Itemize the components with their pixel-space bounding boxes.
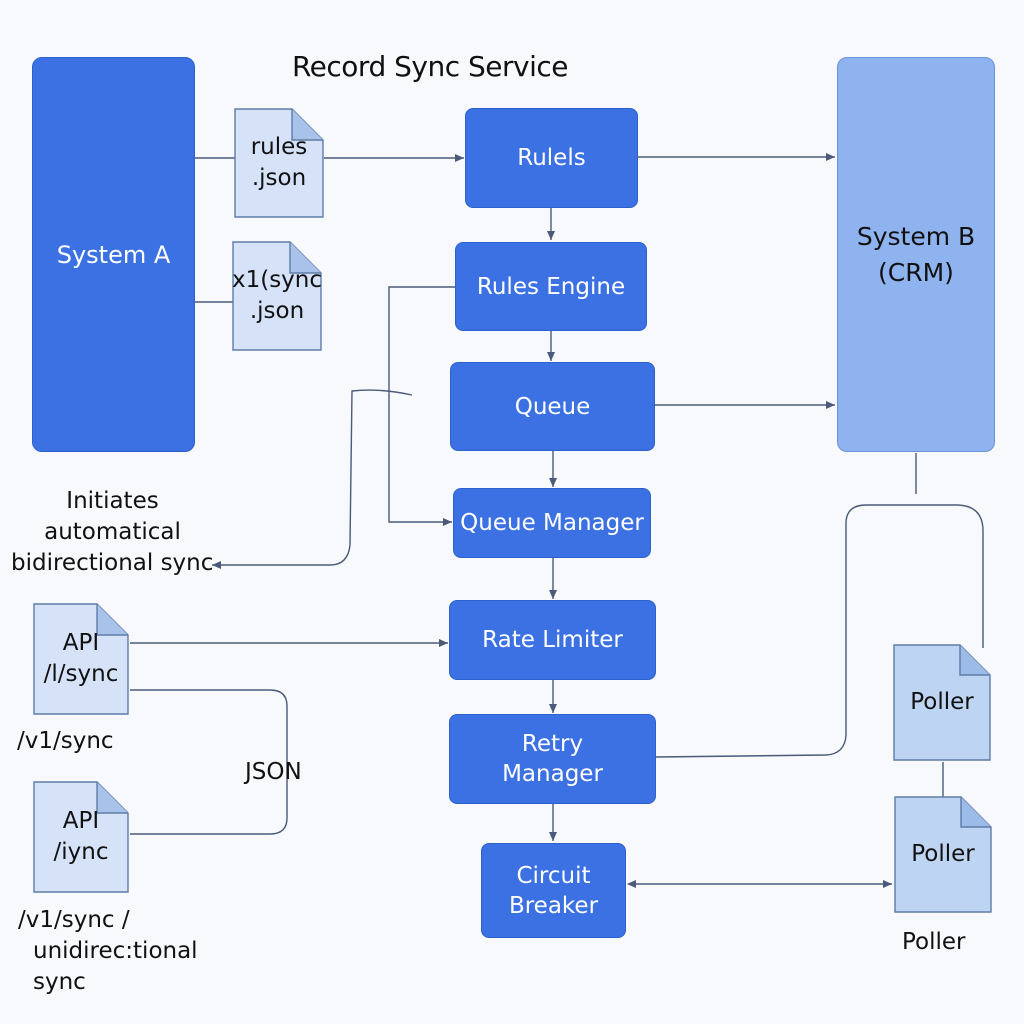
queue-node[interactable]: Queue <box>450 362 655 451</box>
rulels-node[interactable]: Rulels <box>465 108 638 208</box>
api-sync-line2: /l/sync <box>43 661 119 687</box>
unidirectional-line3: sync <box>33 969 86 995</box>
rulels-label: Rulels <box>517 145 586 171</box>
unidirectional-line2: unidirec:tional <box>33 938 198 964</box>
system-b-label: System B <box>856 221 976 251</box>
rules-json-line2: .json <box>251 165 307 191</box>
circuit-breaker-node[interactable]: Circuit Breaker <box>481 843 626 938</box>
circuit-breaker-line1: Circuit <box>516 862 591 889</box>
system-b-box[interactable]: System B (CRM) <box>837 57 995 452</box>
initiates-line3: bidirectional sync <box>11 550 214 576</box>
api-iync-doc[interactable]: API /iync <box>33 781 129 893</box>
unidirectional-note: /v1/sync / unidirec:tional sync <box>18 905 198 998</box>
x1-sync-line2: .json <box>249 298 305 324</box>
initiates-line2: automatical <box>44 519 181 545</box>
poller-doc-1[interactable]: Poller <box>893 644 991 761</box>
queue-label: Queue <box>514 393 591 420</box>
edge-engine-loop-manager <box>388 286 455 526</box>
api-iync-line1: API <box>62 808 100 834</box>
initiates-line1: Initiates <box>66 488 159 514</box>
retry-manager-line1: Retry <box>521 731 584 757</box>
circuit-breaker-line2: Breaker <box>508 892 599 919</box>
rules-engine-node[interactable]: Rules Engine <box>455 242 647 331</box>
rules-engine-label: Rules Engine <box>476 273 626 300</box>
rules-json-doc[interactable]: rules .json <box>234 108 324 218</box>
x1-sync-line1: x1(sync <box>231 267 323 293</box>
poller-doc-2[interactable]: Poller <box>894 796 992 913</box>
document-icon <box>893 644 991 761</box>
api-sync-doc[interactable]: API /l/sync <box>33 603 129 715</box>
edge-json-bracket <box>130 689 288 835</box>
rules-json-line1: rules <box>250 134 308 160</box>
retry-manager-node[interactable]: Retry Manager <box>449 714 656 804</box>
system-a-box[interactable]: System A <box>32 57 195 452</box>
api-sync-line1: API <box>62 630 100 656</box>
x1-sync-doc[interactable]: x1(sync .json <box>232 241 322 351</box>
system-b-sublabel: (CRM) <box>878 257 954 287</box>
poller-1-label: Poller <box>910 689 974 715</box>
document-icon <box>232 241 322 351</box>
document-icon <box>33 781 129 893</box>
api-iync-line2: /iync <box>53 839 109 865</box>
poller-caption: Poller <box>902 929 966 955</box>
diagram-title: Record Sync Service <box>291 50 569 83</box>
rate-limiter-label: Rate Limiter <box>482 627 623 653</box>
retry-manager-line2: Manager <box>502 761 603 787</box>
system-a-label: System A <box>56 240 171 269</box>
unidirectional-line1: /v1/sync / <box>18 907 130 933</box>
json-label: JSON <box>245 759 302 785</box>
edge-initiates-loop <box>212 389 413 569</box>
edge-retry-systemb <box>655 504 984 758</box>
document-icon <box>33 603 129 715</box>
v1-sync-note: /v1/sync <box>17 728 114 754</box>
document-icon <box>234 108 324 218</box>
poller-2-label: Poller <box>911 841 975 867</box>
initiates-note: Initiates automatical bidirectional sync <box>5 486 220 579</box>
document-icon <box>894 796 992 913</box>
rate-limiter-node[interactable]: Rate Limiter <box>449 600 656 680</box>
queue-manager-node[interactable]: Queue Manager <box>453 488 651 558</box>
queue-manager-label: Queue Manager <box>460 510 644 536</box>
